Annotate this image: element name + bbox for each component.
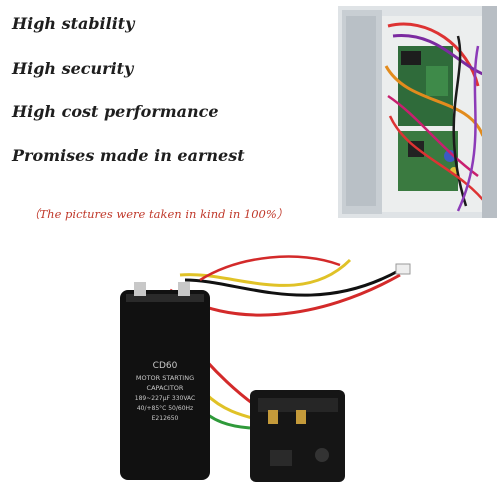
svg-text:189~227μF 330VAC: 189~227μF 330VAC (135, 395, 195, 402)
feature-promises: Promises made in earnest (12, 146, 245, 165)
ac-wiring-photo (338, 6, 497, 218)
svg-text:E212650: E212650 (152, 415, 179, 422)
svg-text:40/+85°C 50/60Hz: 40/+85°C 50/60Hz (137, 405, 193, 412)
pictures-note: （The pictures were taken in kind in 100%… (28, 207, 289, 221)
feature-high-security: High security (12, 59, 134, 78)
feature-high-stability: High stability (12, 14, 135, 33)
feature-cost-performance: High cost performance (12, 102, 219, 121)
capacitor-icon (120, 290, 210, 480)
svg-text:MOTOR STARTING: MOTOR STARTING (136, 374, 194, 382)
svg-text:CAPACITOR: CAPACITOR (147, 384, 184, 392)
capacitor-relay-kit-image: CD60 MOTOR STARTING CAPACITOR 189~227μF … (120, 255, 411, 482)
svg-text:CD60: CD60 (153, 361, 178, 371)
